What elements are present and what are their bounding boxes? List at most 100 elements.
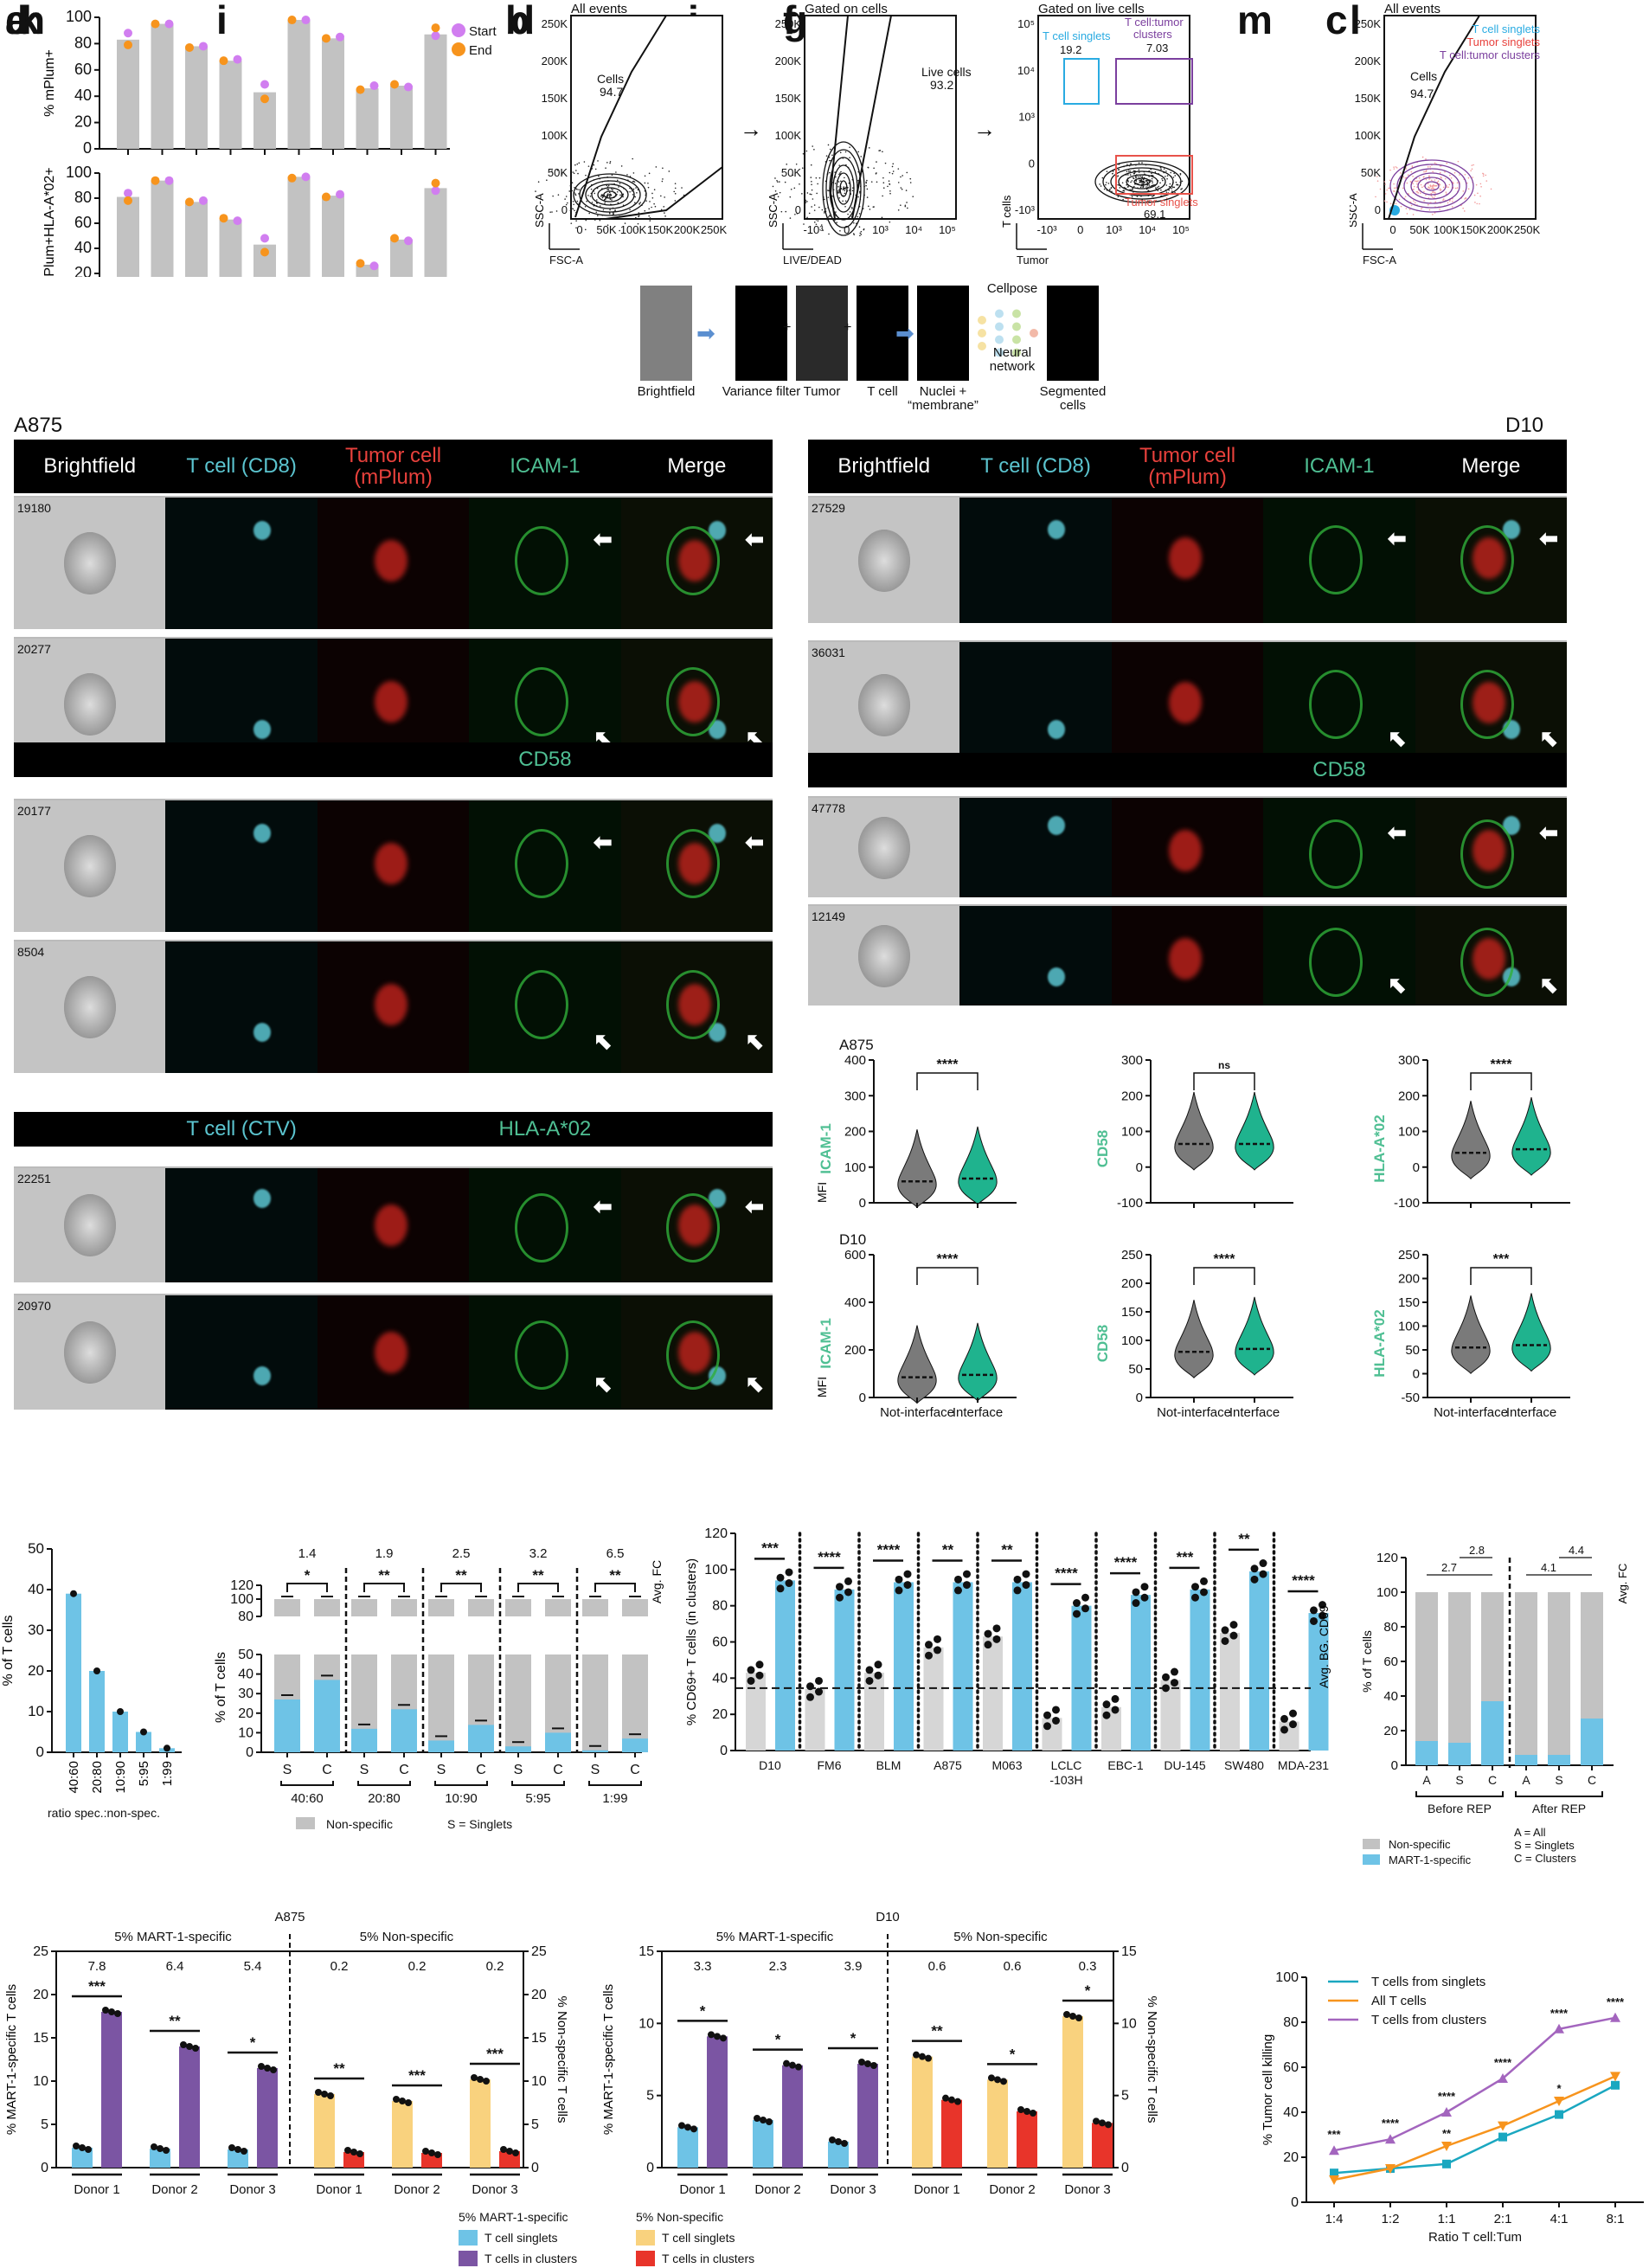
x-tick-label: S <box>1455 1773 1463 1787</box>
significance: **** <box>937 1057 959 1072</box>
tumor-channel-image <box>317 498 470 629</box>
event-dot <box>1422 176 1425 178</box>
y-tick-label: 200K <box>542 55 568 67</box>
fold-change: 1.4 <box>298 1546 317 1561</box>
x-tick-label: FM6 <box>818 1758 842 1772</box>
event-dot <box>1425 194 1427 196</box>
brightfield-image: 20970 <box>14 1295 166 1410</box>
y2-axis-title: % Non-specific T cells <box>1145 1996 1159 2123</box>
bar <box>470 2079 491 2168</box>
event-dot <box>837 190 839 192</box>
event-dot <box>906 202 908 203</box>
pipeline-label: Brightfield <box>637 384 696 399</box>
end-point <box>390 234 399 243</box>
gate-value: 93.2 <box>930 78 953 92</box>
arrow-icon: ⬅ <box>593 1193 613 1220</box>
x-axis-title: Tumor <box>1017 254 1049 267</box>
x-tick-label: S <box>514 1763 523 1777</box>
start-point <box>301 172 311 182</box>
event-dot <box>638 202 640 205</box>
event-dot <box>866 179 868 182</box>
event-dot <box>611 199 613 201</box>
event-dot <box>1414 180 1416 182</box>
event-dot <box>1421 186 1423 189</box>
event-dot <box>815 219 818 221</box>
x-axis-title: LIVE/DEAD <box>783 254 842 267</box>
event-dot <box>806 201 808 202</box>
event-dot <box>849 211 851 213</box>
event-dot <box>818 177 821 179</box>
event-dot <box>1429 185 1432 187</box>
y2-tick-label: 5 <box>531 2117 539 2132</box>
tumor-blob <box>1169 682 1203 724</box>
group-label: 5% Non-specific <box>953 1930 1048 1944</box>
data-point <box>1073 1609 1081 1618</box>
event-dot <box>836 222 837 223</box>
tcell-blob <box>1048 719 1066 739</box>
event-dot <box>1442 199 1444 202</box>
event-dot <box>564 198 566 200</box>
key-label: S = Singlets <box>447 1817 512 1831</box>
sig-bracket <box>1193 1267 1255 1285</box>
event-dot <box>817 183 818 185</box>
fold-change: 6.4 <box>166 1959 184 1974</box>
x-tick-label: Donor 2 <box>394 2182 440 2197</box>
event-dot <box>1446 186 1448 188</box>
x-tick-label: 2:1 <box>1494 2212 1512 2226</box>
group-bracket <box>434 1781 488 1786</box>
event-dot <box>1173 172 1175 175</box>
data-point <box>1052 1706 1060 1714</box>
y-tick-label: 100K <box>775 129 802 142</box>
legend-title: 5% MART-1-specific <box>459 2210 568 2224</box>
x-tick-label: Donor 2 <box>989 2182 1035 2197</box>
event-dot <box>1127 174 1129 176</box>
x-tick-label: SW480 <box>1224 1758 1264 1772</box>
sig-bracket <box>1193 1072 1255 1090</box>
event-dot <box>584 205 587 208</box>
event-dot <box>606 189 608 191</box>
data-point <box>315 2089 322 2096</box>
cell-shape <box>857 673 910 736</box>
y-tick-label: 80 <box>712 1599 728 1614</box>
event-dot <box>889 171 891 174</box>
data-point <box>865 1676 874 1685</box>
membrane-ring <box>666 1320 721 1391</box>
event-dot <box>644 209 646 212</box>
violin <box>1235 1296 1274 1376</box>
membrane-ring <box>666 1193 721 1263</box>
data-point <box>925 1651 933 1660</box>
event-dot <box>1423 170 1425 173</box>
tcell-channel-image <box>165 1168 318 1282</box>
event-dot <box>776 181 779 183</box>
fold-change: 4.1 <box>1541 1561 1556 1574</box>
event-dot <box>859 235 861 237</box>
bar <box>322 196 344 277</box>
y-tick-label: 250 <box>1398 1248 1420 1262</box>
fold-change: 2.8 <box>1469 1544 1485 1557</box>
marker <box>1442 2159 1451 2168</box>
event-dot <box>1161 177 1163 180</box>
event-dot <box>1428 187 1431 190</box>
tcell-blob <box>253 1188 272 1208</box>
event-dot <box>1148 184 1151 186</box>
event-dot <box>891 172 894 175</box>
data-point <box>164 1744 170 1752</box>
y-axis-title: % CD69+ T cells (in clusters) <box>684 1558 699 1725</box>
panel-label-f: f <box>783 0 797 42</box>
event-dot <box>1474 202 1476 203</box>
event-dot <box>844 177 845 179</box>
event-dot <box>843 188 845 190</box>
event-dot <box>1132 177 1134 179</box>
contour <box>591 183 629 206</box>
y-tick-label: 200 <box>844 1125 866 1140</box>
contour <box>1410 172 1453 200</box>
event-dot <box>810 177 812 178</box>
fold-change: 0.3 <box>1079 1959 1097 1974</box>
fold-change: 3.2 <box>529 1546 548 1561</box>
significance: **** <box>818 1549 841 1565</box>
y-axis-title: SSC-A <box>1350 193 1359 228</box>
event-dot <box>1393 190 1395 192</box>
event-dot <box>653 202 655 205</box>
event-dot <box>887 185 889 188</box>
